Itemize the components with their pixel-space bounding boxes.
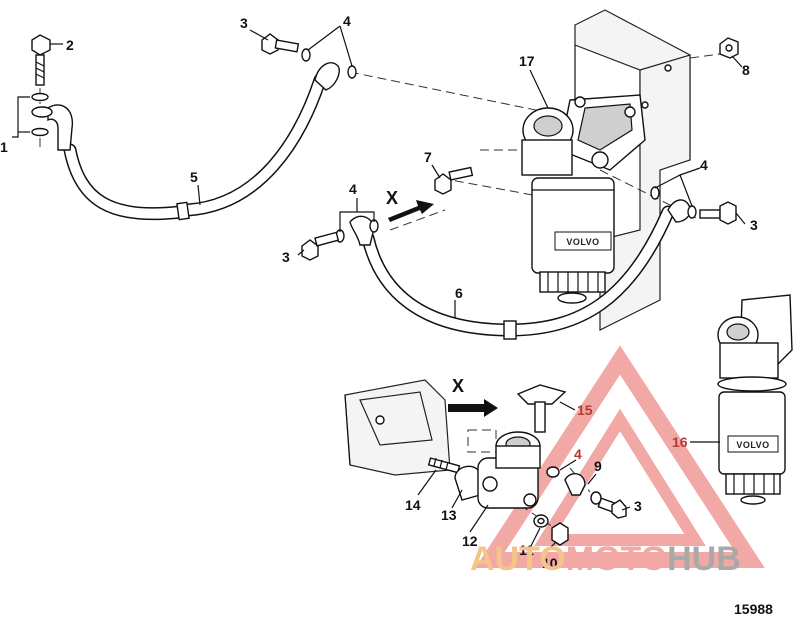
view-arrow-upper [388,200,434,222]
sealing-washers-1 [31,92,49,137]
fuel-pump-12 [454,431,541,509]
callout-3-left: 3 [282,249,290,265]
callout-3-lower: 3 [634,498,642,514]
drain-plug-10 [551,522,569,546]
callout-4-top: 4 [343,13,351,29]
callout-15: 15 [577,402,593,418]
callout-17: 17 [519,53,535,69]
callout-6: 6 [455,285,463,301]
banjo-bolt-2 [31,34,51,86]
figure-number: 15988 [734,601,773,617]
callout-4-mid: 4 [349,181,357,197]
filter-brand-label: VOLVO [566,237,599,247]
nut-8 [719,37,739,59]
fitting-9 [564,473,602,505]
fuel-hose-6 [335,186,697,340]
callout-12: 12 [462,533,478,549]
callout-8: 8 [742,62,750,78]
view-arrow-lower [448,399,498,417]
view-marker-x-upper: X [386,188,398,208]
callout-16: 16 [672,434,688,450]
watermark-text: AUTOMOTOHUB [470,540,741,578]
callout-2: 2 [66,37,74,53]
leader-lines [12,25,746,555]
banjo-bolt-3-top [261,33,357,79]
fuel-filter-16: VOLVO [717,294,793,505]
banjo-bolt-3-lower [597,497,627,519]
engine-bracket [344,379,451,476]
callout-3-top: 3 [240,15,248,31]
callout-10: 10 [542,555,558,571]
fuel-hose-5 [31,62,340,221]
callout-1: 1 [0,139,8,155]
washer-11 [533,514,549,528]
callout-5: 5 [190,169,198,185]
callout-4-right: 4 [700,157,708,173]
washer-4-lower [546,466,560,478]
view-marker-x-lower: X [452,376,464,396]
callout-7: 7 [424,149,432,165]
bolt-7 [434,166,474,195]
callout-11: 11 [519,542,534,558]
fuel-filter-assembly-17: VOLVO [521,94,646,304]
callout-3-right: 3 [750,217,758,233]
callout-4-lower: 4 [574,446,582,462]
banjo-bolt-3-left [301,231,340,261]
gasket-15 [516,384,567,433]
svg-text:VOLVO: VOLVO [736,440,769,450]
callout-14: 14 [405,497,421,513]
callout-13: 13 [441,507,457,523]
banjo-bolt-3-right [699,201,737,225]
callout-9: 9 [594,458,602,474]
